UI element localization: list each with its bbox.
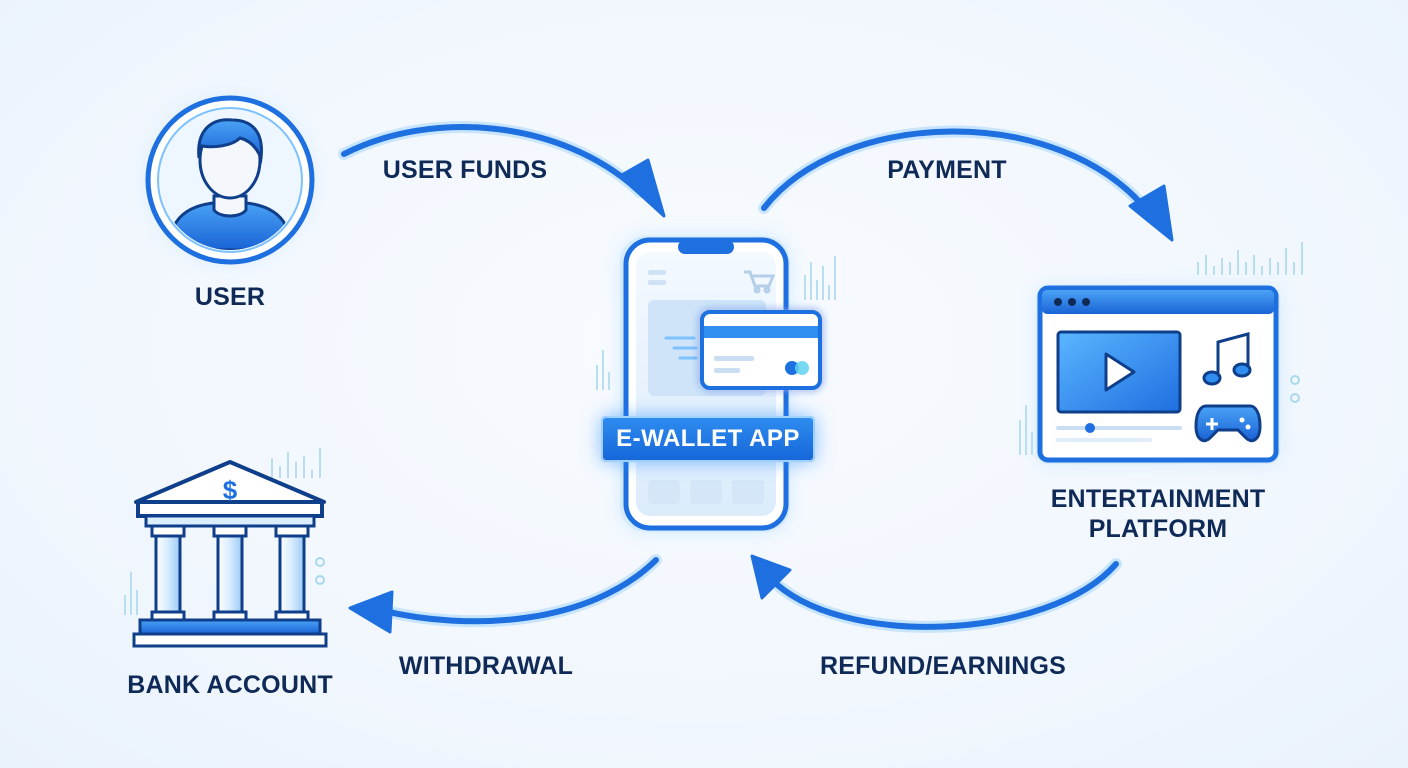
cart-icon	[744, 270, 776, 294]
user-node	[145, 95, 315, 265]
phone-header-bars	[648, 270, 666, 285]
decorative-bars	[124, 242, 1303, 615]
user-avatar-icon	[166, 118, 294, 250]
bank-account-label: BANK ACCOUNT	[127, 671, 333, 699]
bank-building-icon	[132, 460, 328, 648]
entertainment-platform-label: ENTERTAINMENT PLATFORM	[1050, 485, 1266, 543]
arrow-payment	[758, 125, 1174, 242]
payment-card-icon	[700, 310, 822, 390]
video-player-icon	[1056, 330, 1182, 414]
bank-node: $	[132, 460, 328, 648]
dollar-sign-icon: $	[223, 475, 238, 505]
flow-label-withdrawal: WITHDRAWAL	[398, 652, 574, 680]
ewallet-phone	[620, 236, 822, 532]
music-note-icon	[1202, 332, 1252, 386]
arrow-refund-earnings	[750, 554, 1122, 633]
arrow-user-funds	[338, 121, 666, 218]
gamepad-icon	[1194, 404, 1262, 443]
flow-label-payment: PAYMENT	[887, 156, 1007, 184]
speed-lines	[664, 336, 698, 360]
flow-label-refund-earnings: REFUND/EARNINGS	[819, 652, 1067, 680]
arrow-withdrawal	[348, 554, 662, 634]
decorative-dots	[315, 375, 1300, 585]
entertainment-node	[1036, 285, 1280, 464]
ewallet-app-label: E-WALLET APP	[601, 416, 815, 462]
user-label: USER	[194, 283, 266, 311]
video-progress-bar	[1056, 423, 1182, 442]
phone-bottom-buttons	[648, 480, 764, 504]
flow-label-user-funds: USER FUNDS	[382, 156, 548, 184]
